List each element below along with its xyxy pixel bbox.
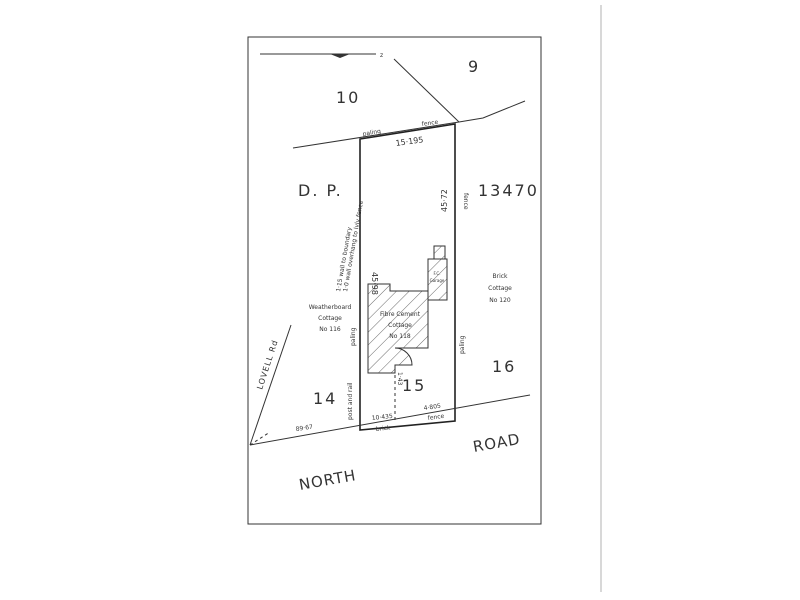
- road-north: NORTH: [298, 466, 358, 494]
- road-road: ROAD: [472, 430, 522, 456]
- fence-label: fence: [427, 413, 445, 422]
- svg-text:Weatherboard: Weatherboard: [309, 304, 352, 311]
- north-road-alignment: [249, 394, 531, 446]
- dp-prefix: D. P.: [298, 181, 343, 200]
- house-label-116: Weatherboard Cottage No 116: [309, 304, 352, 333]
- dp-number: 13470: [478, 181, 539, 200]
- lot-boundary-9-10: [393, 58, 460, 123]
- lot-9: 9: [468, 57, 480, 76]
- svg-text:Garage: Garage: [430, 278, 445, 283]
- subject-lot: [359, 123, 456, 431]
- fence-label: post and rail: [347, 382, 354, 420]
- house-label-118: Fibre Cement Cottage No 118: [380, 311, 421, 340]
- lot-14: 14: [313, 389, 337, 408]
- dim-front-right: 4·805: [423, 403, 441, 412]
- svg-text:No 116: No 116: [319, 326, 341, 333]
- corner-splay: [249, 431, 271, 446]
- road-lovell: LOVELL Rd: [255, 338, 280, 390]
- rear-boundary: [292, 100, 526, 149]
- north-arrow: z: [260, 52, 383, 59]
- dim-right: 45·72: [440, 189, 449, 212]
- garage-label: F.C. Garage: [430, 271, 445, 283]
- fence-label: paling: [362, 128, 382, 138]
- fence-label: fence: [421, 119, 439, 128]
- dim-front-left: 10·435: [371, 413, 393, 422]
- svg-text:Cottage: Cottage: [318, 315, 342, 322]
- dim-corner: 89·67: [295, 424, 313, 433]
- setback-label: 1·43: [396, 372, 403, 386]
- svg-text:No 118: No 118: [389, 333, 411, 340]
- fence-label: brick: [375, 424, 391, 433]
- svg-text:Brick: Brick: [492, 273, 508, 280]
- garage: [427, 245, 448, 301]
- svg-text:Fibre Cement: Fibre Cement: [380, 311, 421, 318]
- svg-text:No 120: No 120: [489, 297, 511, 304]
- lot-15: 15: [402, 376, 426, 395]
- dim-top: 15·195: [395, 135, 424, 148]
- svg-text:z: z: [380, 52, 383, 59]
- dim-left: 45·98: [370, 272, 379, 295]
- lot-10: 10: [336, 88, 360, 107]
- lot-16: 16: [492, 357, 516, 376]
- svg-text:Cottage: Cottage: [388, 322, 412, 329]
- lovell-road-alignment: [249, 324, 292, 446]
- fence-label: fence: [462, 193, 469, 210]
- house-label-120: Brick Cottage No 120: [488, 273, 512, 304]
- fence-label: paling: [350, 327, 357, 346]
- svg-text:Cottage: Cottage: [488, 285, 512, 292]
- svg-text:F.C.: F.C.: [434, 271, 441, 276]
- plan-frame: [247, 36, 542, 525]
- fence-label: paling: [459, 335, 466, 354]
